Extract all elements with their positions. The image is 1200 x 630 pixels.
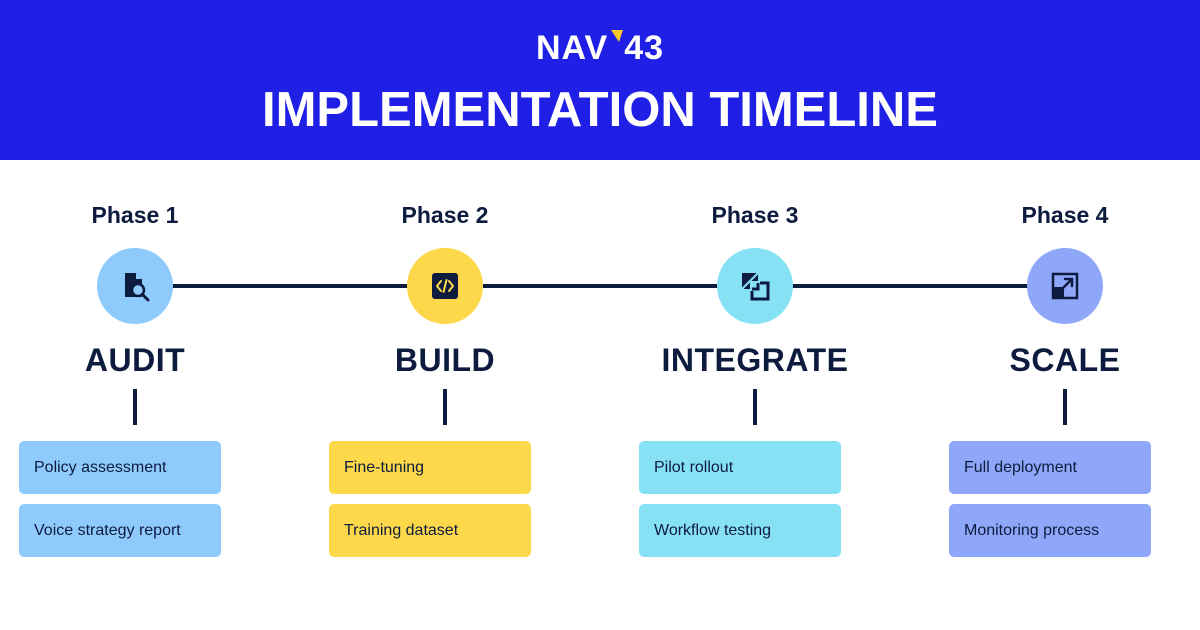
- page-title: IMPLEMENTATION TIMELINE: [262, 83, 938, 137]
- connector: [1063, 389, 1067, 425]
- nav43-logo: NAV 43: [0, 28, 1200, 68]
- phase-icon-circle: [97, 248, 173, 324]
- stage-name: AUDIT: [84, 342, 186, 378]
- task-card: Voice strategy report: [19, 504, 221, 557]
- task-card: Monitoring process: [949, 504, 1151, 557]
- phase-label: Phase 4: [1021, 202, 1109, 228]
- stage-name: INTEGRATE: [661, 342, 849, 378]
- connector: [443, 389, 447, 425]
- scale-arrow-icon: [1051, 272, 1079, 300]
- phase-label: Phase 3: [711, 202, 799, 228]
- logo-accent-icon: [611, 30, 624, 42]
- connector: [753, 389, 757, 425]
- stage-name: BUILD: [394, 342, 496, 378]
- task-card: Policy assessment: [19, 441, 221, 494]
- code-icon: [432, 273, 458, 299]
- task-card: Full deployment: [949, 441, 1151, 494]
- phase-icon-circle: [1027, 248, 1103, 324]
- phase-audit: Phase 1 AUDIT Policy assessment Voice st…: [0, 0, 285, 630]
- logo-text-right: 43: [624, 29, 665, 67]
- phase-label: Phase 2: [401, 202, 489, 228]
- phase-integrate: Phase 3 INTEGRATE Pilot rollout Workflow…: [605, 0, 905, 630]
- phase-scale: Phase 4 SCALE Full deployment Monitoring…: [915, 0, 1200, 630]
- integrate-icon: [741, 272, 770, 301]
- connector: [133, 389, 137, 425]
- task-card: Training dataset: [329, 504, 531, 557]
- task-card: Pilot rollout: [639, 441, 841, 494]
- phase-label: Phase 1: [91, 202, 179, 228]
- phase-icon-circle: [407, 248, 483, 324]
- task-card: Fine-tuning: [329, 441, 531, 494]
- logo-text-left: NAV: [535, 29, 609, 67]
- header-banner: NAV 43 IMPLEMENTATION TIMELINE: [0, 0, 1200, 160]
- phase-icon-circle: [717, 248, 793, 324]
- phase-build: Phase 2 BUILD Fine-tuning Training datas…: [295, 0, 595, 630]
- stage-name: SCALE: [1009, 342, 1121, 378]
- document-search-icon: [125, 273, 150, 302]
- task-card: Workflow testing: [639, 504, 841, 557]
- timeline-line: [135, 284, 1065, 288]
